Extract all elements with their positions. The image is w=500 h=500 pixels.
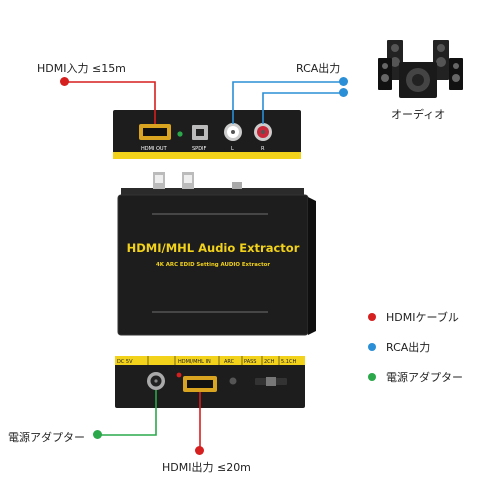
power-line [98,390,157,436]
arc-button [229,377,237,385]
rca-right-port [254,123,272,141]
rca-dot-2 [339,88,348,97]
pwr-led [176,372,182,378]
arc-label: ARC [224,359,235,365]
hdmi-in-label: HDMI入力 ≤15m [37,62,126,75]
pass-label: PASS [244,359,256,365]
legend-label: 電源アダプター [386,371,463,384]
mode-switch [255,377,287,386]
hdmi-out-dot [195,446,204,455]
spdif-port [192,125,208,140]
legend-item-power-adapter: 電源アダプター [368,369,463,385]
bottom-panel [115,356,305,408]
spdif-label: SPDIF [192,146,207,152]
dc-jack [147,372,165,390]
legend-item-hdmi-cable: HDMIケーブル [368,309,459,325]
hdmi-out-port [139,124,171,140]
rca-out-label: RCA出力 [296,62,341,75]
power-adapter-label: 電源アダプター [8,431,85,444]
hdmi-out-label: HDMI OUT [141,146,168,152]
top-panel: HDMI OUT SPDIF L R [113,110,301,159]
pwr-label: PWR [168,367,180,373]
51ch-label: 5.1CH [281,359,296,365]
rca-dot-1 [339,77,348,86]
2ch-label: 2CH [264,359,275,365]
device-body [117,172,316,336]
hdmi-out-label: HDMI出力 ≤20m [162,461,251,474]
legend-item-rca-out: RCA出力 [368,339,430,355]
legend-label: HDMIケーブル [386,311,459,324]
legend-label: RCA出力 [386,341,431,354]
device-title: HDMI/MHL Audio Extractor [127,241,300,255]
device-subtitle: 4K ARC EDID Setting AUDIO Extractor [156,262,270,268]
audio-label: オーディオ [391,108,446,121]
legend-red-dot [368,313,376,321]
speaker-icon [378,40,463,98]
hdmi-in-dot [60,77,69,86]
legend-blue-dot [368,343,376,351]
hdmi-mhl-in-label: HDMI/MHL IN [178,359,211,365]
rca-r-label: R [261,146,265,152]
power-dot [93,430,102,439]
rca-line-right [262,92,340,124]
rca-left-port [224,123,242,141]
rca-line-left [232,81,340,124]
hdmi-mhl-in-port [183,376,217,392]
dc-label: DC 5V [117,359,133,365]
rca-l-label: L [231,146,234,152]
legend-green-dot [368,373,376,381]
led-indicator [177,131,183,137]
hdmi-in-line [65,81,156,124]
